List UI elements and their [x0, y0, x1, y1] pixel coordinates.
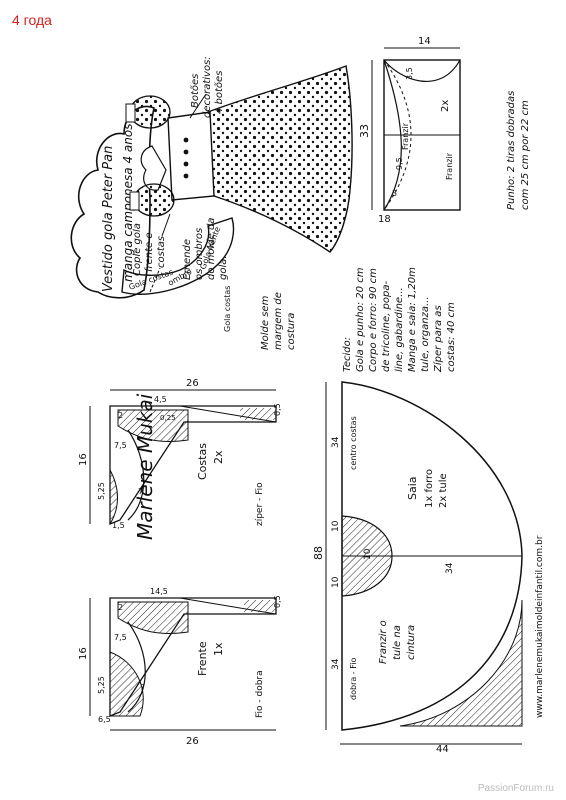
front-dim-525: 5,25: [97, 676, 106, 694]
back-dim-height: 16: [78, 453, 89, 466]
sleeve-dim-bottom: 18: [378, 214, 391, 225]
note-copy-2: frente e: [144, 232, 155, 272]
back-piece: [89, 389, 277, 525]
note-join-3: do molde da: [206, 218, 217, 280]
title-cloud: [70, 105, 155, 299]
front-dim-7: 7: [140, 683, 145, 692]
skirt-label-gather-2: tule na: [392, 625, 403, 660]
back-dim-15: 1,5: [112, 521, 125, 530]
note-join-4: gola.: [218, 255, 229, 280]
fabric-line: line, gabardine...: [394, 287, 405, 372]
fabric-line: Manga e saia: 1,20m: [407, 267, 418, 372]
skirt-label-lining: 1x forro: [424, 469, 435, 508]
skirt-dim-10-bottom: 10: [331, 576, 341, 588]
collar-piece: [121, 217, 235, 295]
button-icon: [183, 161, 189, 167]
back-dim-025: 0,25: [160, 414, 176, 422]
back-dim-525: 5,25: [97, 482, 106, 500]
fabric-line: costas: 40 cm: [446, 302, 457, 372]
front-piece: [89, 597, 277, 731]
note-buttons-3: 4 botões: [214, 71, 225, 114]
front-dim-2: 2: [118, 603, 123, 612]
back-dim-75: 7,5: [114, 441, 127, 450]
skirt-dim-34-side: 34: [445, 562, 455, 574]
watermark: PassionForum.ru: [477, 783, 554, 794]
back-label-grain: zíper - Fio: [255, 482, 265, 526]
front-label-name: Frente: [196, 641, 209, 676]
front-dim-05: 0,5: [273, 595, 282, 608]
skirt-label-center: centro costas: [349, 416, 358, 470]
signature: Marlene Mukai: [133, 393, 157, 540]
skirt-label-fold: dobra - Fio: [349, 658, 358, 700]
note-buttons-2: decorativos:: [202, 56, 213, 118]
skirt-label-name: Saia: [406, 476, 419, 500]
button-icon: [183, 137, 189, 143]
sleeve-label-gather-1: Franzir: [401, 122, 410, 150]
front-dim-width: 26: [186, 736, 199, 747]
back-label-name: Costas: [196, 443, 209, 480]
fabric-title: Tecido:: [342, 337, 353, 372]
fabric-line: Gola e punho: 20 cm: [355, 267, 366, 372]
back-dim-05: 0,5: [273, 403, 282, 416]
fabric-line: Corpo e forro: 90 cm: [368, 268, 379, 372]
note-join-1: Emende: [182, 239, 193, 280]
title-line-1: Vestido gola Peter Pan: [101, 146, 116, 292]
sleeve-label-gather-2: Franzir: [445, 152, 454, 180]
back-label-count: 2x: [212, 450, 225, 464]
sleeve-label-count: 2x: [440, 100, 451, 112]
age-label: 4 года: [12, 12, 52, 28]
skirt-label-gather-1: Franzir o: [378, 620, 389, 664]
front-dim-65: 6,5: [98, 715, 111, 724]
title-line-2: manga camponesa 4 anos: [121, 124, 135, 282]
skirt-dim-length: 88: [312, 546, 325, 560]
skirt-piece: [325, 381, 523, 745]
button-icon: [183, 173, 189, 179]
front-label-count: 1x: [212, 642, 225, 656]
skirt-dim-34-top: 34: [331, 436, 341, 448]
button-icon: [183, 149, 189, 155]
skirt-label-tulle: 2x tule: [438, 473, 449, 508]
skirt-dim-44: 44: [436, 744, 449, 755]
skirt-label-gather-3: cintura: [406, 625, 417, 660]
fabric-line: Zíper para as: [432, 305, 444, 373]
sleeve-dim-left: 33: [358, 124, 371, 138]
front-dim-shoulder: 14,5: [150, 587, 168, 596]
front-dim-75: 7,5: [114, 633, 127, 642]
skirt-dim-10-center: 10: [363, 548, 373, 560]
dress-illustration: [125, 65, 353, 253]
note-join-2: os ombros: [194, 228, 205, 280]
note-copy-1: Copie gola: [132, 223, 143, 276]
collar-label-cut: Gola costas: [223, 286, 232, 332]
back-dim-width: 26: [186, 378, 199, 389]
sleeve-dim-top: 14: [418, 36, 431, 47]
note-buttons-1: Botões: [190, 74, 201, 108]
skirt-dim-34-bottom: 34: [331, 658, 341, 670]
mold-note-1: Molde sem: [260, 295, 271, 350]
cuff-line-1: Punho: 2 tiras dobradas: [506, 91, 517, 210]
back-dim-2: 2: [118, 411, 123, 420]
fabric-line: de tricoline, popa-: [381, 281, 392, 372]
sleeve-piece: [371, 47, 461, 211]
front-dim-height: 16: [78, 647, 89, 660]
skirt-website: www.marlenemukaimoldeinfantil.com.br: [535, 535, 545, 718]
fabric-line: tule, organza...: [420, 296, 431, 372]
front-label-grain: Fio - dobra: [255, 670, 265, 718]
back-dim-7: 7: [138, 487, 143, 496]
note-copy-3: costas: [156, 236, 167, 268]
back-dim-shoulder: 4,5: [154, 395, 167, 404]
cuff-line-2: com 25 cm por 22 cm: [520, 100, 531, 210]
fabric-list: Tecido: Gola e punho: 20 cm Corpo e forr…: [342, 267, 457, 373]
sleeve-dim-95: 9,5: [395, 157, 404, 170]
skirt-dim-10-top: 10: [331, 520, 341, 532]
mold-note-3: costura: [286, 313, 297, 350]
sleeve-dim-35: 3,5: [405, 67, 414, 80]
mold-note-2: margem de: [273, 292, 284, 350]
sleeve-dim-3: 3: [392, 189, 397, 198]
